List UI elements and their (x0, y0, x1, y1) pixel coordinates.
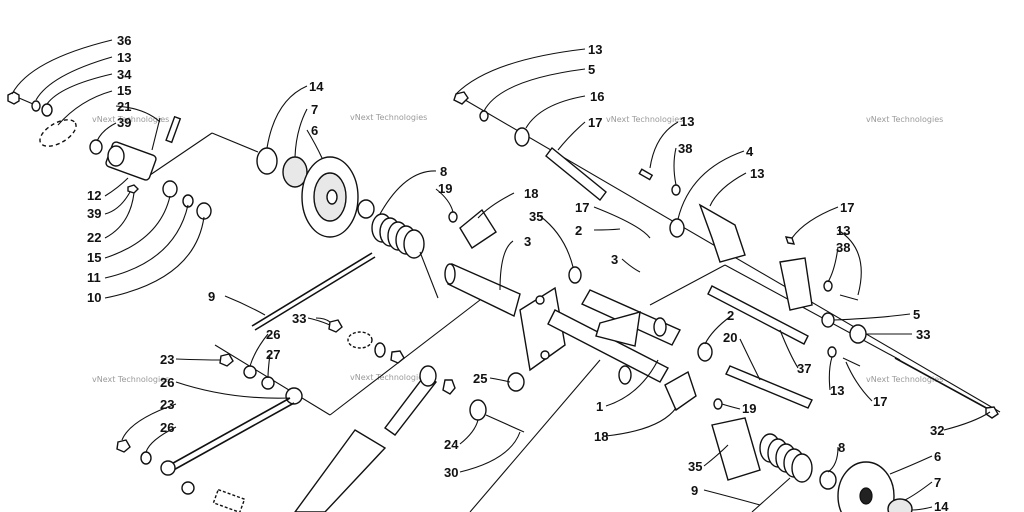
parts (7, 91, 999, 512)
watermarks: vNext Technologies vNext Technologies vN… (92, 113, 943, 384)
callout-38: 5 (913, 307, 920, 322)
callout-17: 2 (575, 223, 582, 238)
assembly-lines (149, 96, 1001, 512)
callout-7: 7 (934, 475, 941, 490)
callout-9: 9 (691, 483, 698, 498)
callout-17: 13 (680, 114, 694, 129)
callout-27: 27 (266, 347, 280, 362)
callout-18: 18 (524, 186, 538, 201)
callout-4: 13 (750, 166, 764, 181)
callout-24: 24 (444, 437, 459, 452)
callout-2: 35 (529, 209, 543, 224)
leader-lines (11, 39, 991, 511)
callout-5: 33 (916, 327, 930, 342)
callout-30: 30 (444, 465, 458, 480)
callout-7: 7 (311, 102, 318, 117)
callout-1: 1 (596, 399, 603, 414)
callout-32: 32 (930, 423, 944, 438)
callout-23: 23 (160, 352, 174, 367)
callout-39: 39 (87, 206, 101, 221)
callout-13: 5 (588, 62, 595, 77)
callout-19: 19 (742, 401, 756, 416)
callout-11: 11 (87, 270, 101, 285)
callout-21: 21 (117, 99, 131, 114)
callout-6: 6 (311, 123, 318, 138)
callout-5: 16 (590, 89, 604, 104)
callout-35: 3 (524, 234, 531, 249)
callout-20: 20 (723, 330, 737, 345)
watermark: vNext Technologies (606, 115, 683, 124)
callout-39: 39 (117, 115, 131, 130)
watermark: vNext Technologies (866, 115, 943, 124)
callout-26: 26 (160, 420, 174, 435)
callout-19: 19 (438, 181, 452, 196)
callout-13: 13 (117, 50, 131, 65)
callout-8: 8 (440, 164, 447, 179)
callout-2: 2 (727, 308, 734, 323)
callout-10: 10 (87, 290, 101, 305)
callout-12: 12 (87, 188, 101, 203)
callout-6: 6 (934, 449, 941, 464)
callout-23: 23 (160, 397, 174, 412)
callout-17: 13 (836, 223, 850, 238)
callout-16: 17 (588, 115, 602, 130)
callout-13: 38 (678, 141, 692, 156)
watermark: vNext Technologies (350, 113, 427, 122)
callout-17: 17 (873, 394, 887, 409)
callout-35: 35 (688, 459, 702, 474)
callout-22: 22 (87, 230, 101, 245)
callout-9: 9 (208, 289, 215, 304)
callout-26: 26 (266, 327, 280, 342)
torsion-spring-left (357, 199, 439, 299)
callout-18: 18 (594, 429, 608, 444)
callout-34: 34 (117, 67, 132, 82)
callout-3: 17 (840, 200, 854, 215)
watermark: vNext Technologies (92, 375, 169, 384)
callout-13: 38 (836, 240, 850, 255)
callout-33: 33 (292, 311, 306, 326)
callout-13: 13 (830, 383, 844, 398)
watermark: vNext Technologies (92, 115, 169, 124)
callout-8: 8 (838, 440, 845, 455)
callout-37: 37 (797, 361, 811, 376)
callout-15: 15 (87, 250, 101, 265)
callout-26: 26 (160, 375, 174, 390)
callout-14: 14 (934, 499, 949, 512)
callout-38: 4 (746, 144, 754, 159)
callout-15: 15 (117, 83, 131, 98)
callout-labels: 36 13 34 15 21 39 12 39 22 15 11 10 14 7… (87, 33, 949, 512)
callout-3: 3 (611, 252, 618, 267)
torsion-spring-right (751, 433, 813, 512)
watermark: vNext Technologies (866, 375, 943, 384)
callout-14: 14 (309, 79, 324, 94)
callout-25: 25 (473, 371, 487, 386)
callout-33: 13 (588, 42, 602, 57)
watermark: vNext Technologies (350, 373, 427, 382)
callout-36: 36 (117, 33, 131, 48)
callout-13: 17 (575, 200, 589, 215)
